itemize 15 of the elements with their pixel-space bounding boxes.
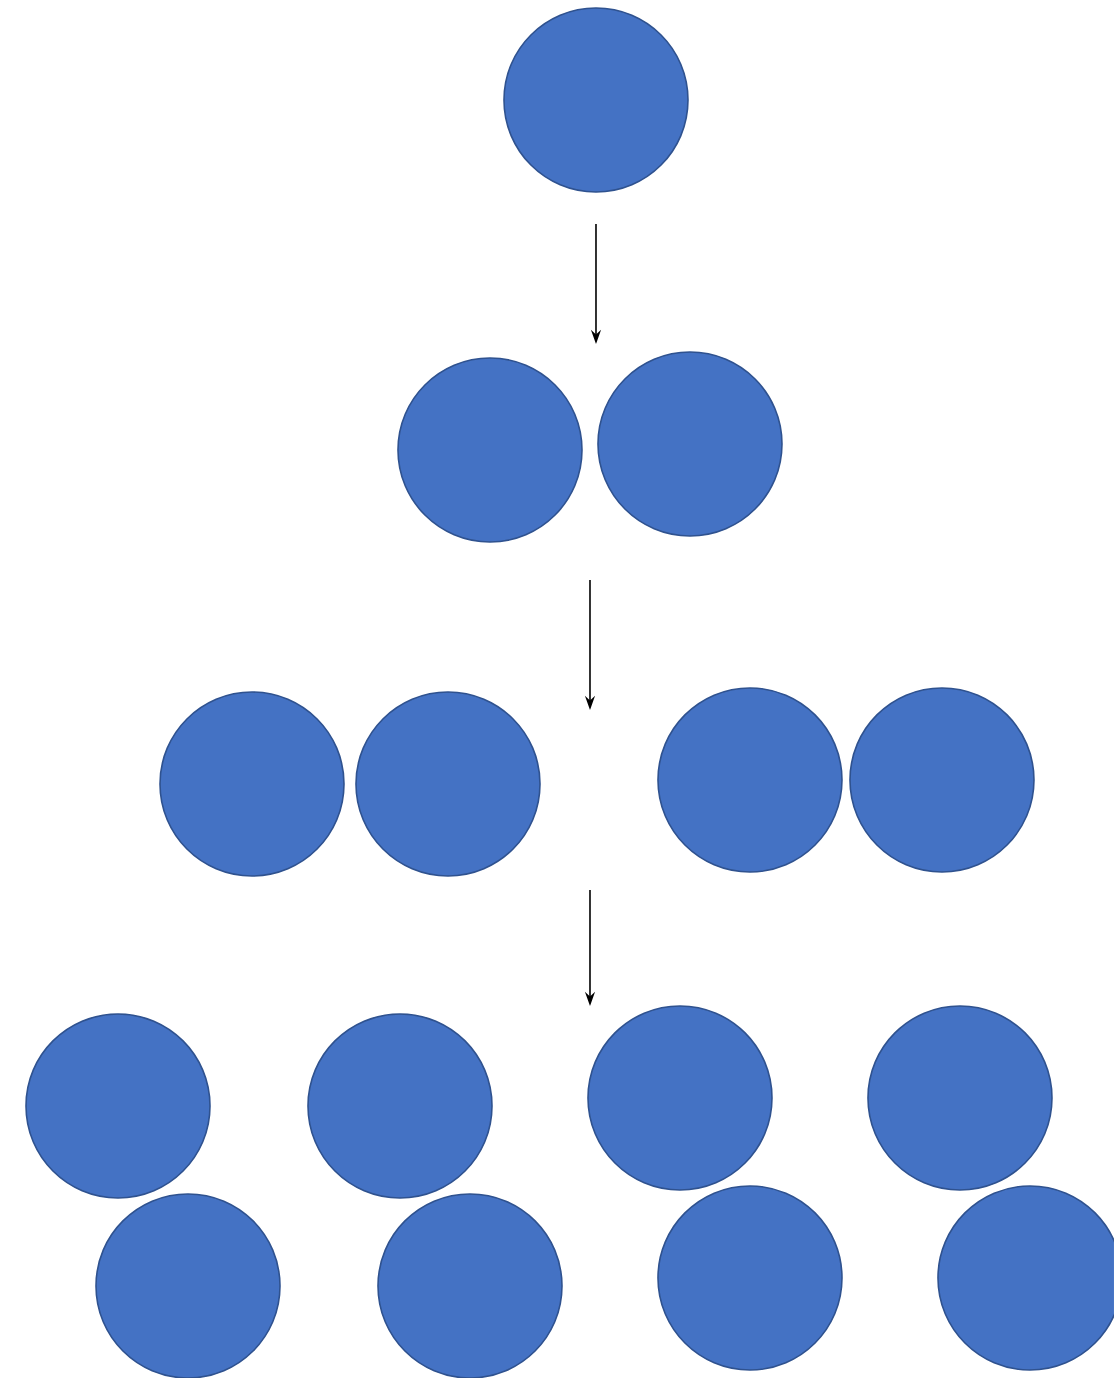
circle <box>587 1005 773 1191</box>
circle <box>503 7 689 193</box>
circle <box>657 1185 843 1371</box>
circle <box>867 1005 1053 1191</box>
circle <box>95 1193 281 1378</box>
circle <box>355 691 541 877</box>
circle <box>937 1185 1114 1371</box>
circle <box>657 687 843 873</box>
circle <box>307 1013 493 1199</box>
circle <box>597 351 783 537</box>
circle <box>397 357 583 543</box>
circle <box>849 687 1035 873</box>
circle <box>377 1193 563 1378</box>
circle <box>25 1013 211 1199</box>
circle <box>159 691 345 877</box>
